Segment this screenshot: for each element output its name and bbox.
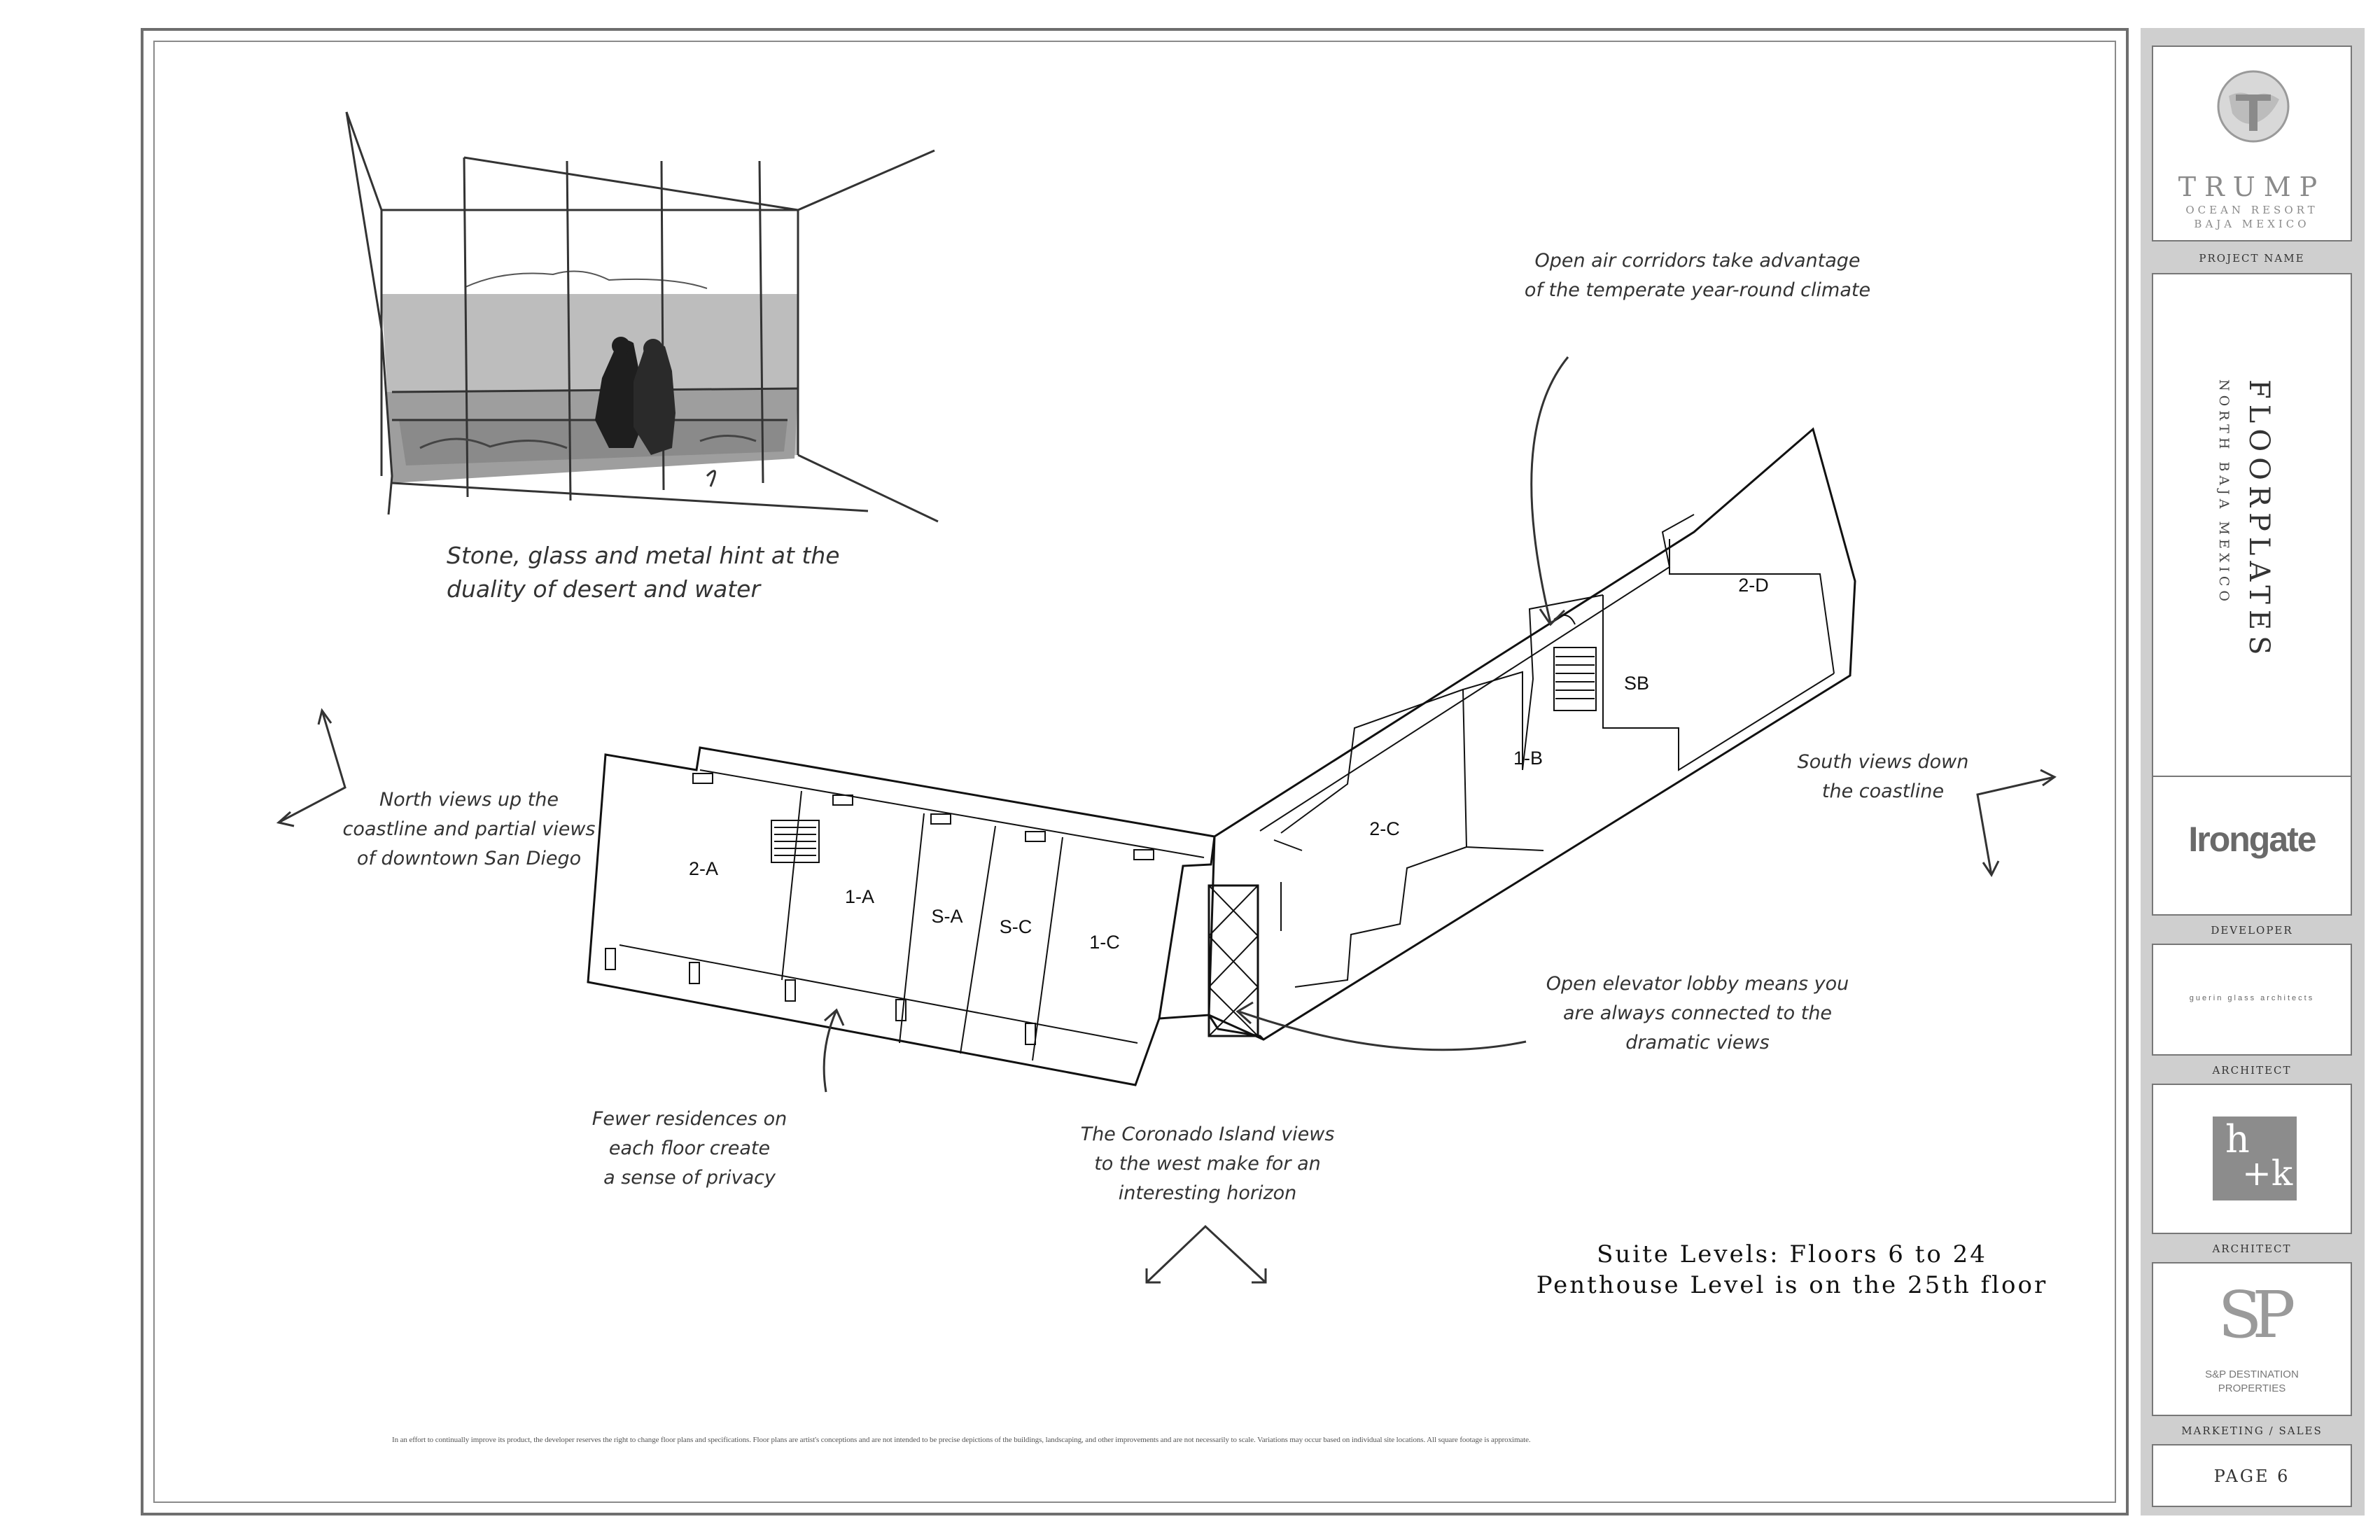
hk-logo-icon: h +k [2213, 1116, 2297, 1200]
sales-line2: PROPERTIES [2218, 1382, 2286, 1394]
suite-levels-line2: Penthouse Level is on the 25th floor [1536, 1271, 2048, 1299]
developer-name: Irongate [2188, 820, 2316, 859]
unit-sb-label: SB [1624, 673, 1649, 694]
sales-label: MARKETING / SALES [2181, 1424, 2323, 1437]
unit-2d-label: 2-D [1738, 575, 1769, 596]
architect1-name: guerin glass architects [2189, 994, 2315, 1002]
page-number-box: PAGE 6 [2152, 1444, 2352, 1507]
unit-2c-label: 2-C [1369, 818, 1400, 839]
unit-sc-label: S-C [1000, 916, 1032, 937]
architect2-logo-box: h +k [2152, 1084, 2352, 1234]
unit-1a-label: 1-A [845, 886, 874, 907]
left-wing-outline [587, 746, 1216, 1086]
open-air-note: Open air corridors take advantage of the… [1524, 250, 1871, 301]
architect1-label: ARCHITECT [2212, 1064, 2292, 1077]
suite-levels: Suite Levels: Floors 6 to 24 Penthouse L… [1533, 1239, 2051, 1301]
project-logo-box: TRUMP OCEAN RESORT BAJA MEXICO [2152, 46, 2352, 241]
hk-logo-bottom: +k [2242, 1153, 2293, 1194]
annotation-leaders [276, 356, 2057, 1284]
sales-logo-box: SP S&P DESTINATION PROPERTIES [2152, 1262, 2352, 1416]
developer-logo-box: Irongate [2152, 776, 2352, 916]
developer-label: DEVELOPER [2211, 924, 2293, 937]
suite-levels-line1: Suite Levels: Floors 6 to 24 [1597, 1240, 1987, 1268]
sheet-subtitle: NORTH BAJA MEXICO [2216, 379, 2232, 606]
privacy-note: Fewer residences on each floor create a … [592, 1108, 788, 1189]
sketch-caption: Stone, glass and metal hint at the duali… [447, 542, 840, 603]
project-name-label: PROJECT NAME [2199, 252, 2305, 265]
sheet-title-box: FLOORPLATES NORTH BAJA MEXICO [2152, 273, 2352, 777]
globe-logo-icon [2217, 70, 2290, 143]
sp-logo-icon: SP [2218, 1278, 2296, 1352]
coronado-note: The Coronado Island views to the west ma… [1080, 1124, 1335, 1204]
architect1-logo-box: guerin glass architects [2152, 944, 2352, 1056]
page-number: PAGE 6 [2213, 1466, 2290, 1486]
sheet-inner-border [153, 41, 2116, 1503]
logo-line2: BAJA MEXICO [2194, 218, 2310, 230]
unit-sa-label: S-A [931, 906, 962, 927]
floor-plan [587, 427, 1856, 1086]
perspective-sketch [301, 77, 945, 532]
unit-2a-label: 2-A [689, 858, 718, 879]
unit-1b-label: 1-B [1513, 748, 1543, 769]
title-block: TRUMP OCEAN RESORT BAJA MEXICO PROJECT N… [2141, 28, 2365, 1516]
sheet-title: FLOORPLATES [2243, 379, 2275, 661]
logo-line1: OCEAN RESORT [2185, 204, 2318, 216]
right-wing-outline [1208, 427, 1856, 1041]
disclaimer: In an effort to continually improve its … [392, 1436, 1531, 1444]
north-views-note: North views up the coastline and partial… [342, 789, 596, 869]
elevator-lobby-note: Open elevator lobby means you are always… [1546, 973, 1849, 1054]
architect2-label: ARCHITECT [2212, 1242, 2292, 1255]
unit-1c-label: 1-C [1089, 932, 1120, 953]
sales-line1: S&P DESTINATION [2205, 1368, 2299, 1380]
south-views-note: South views down the coastline [1797, 751, 1969, 802]
trump-wordmark: TRUMP [2178, 172, 2326, 202]
hk-logo-top: h [2225, 1117, 2250, 1161]
